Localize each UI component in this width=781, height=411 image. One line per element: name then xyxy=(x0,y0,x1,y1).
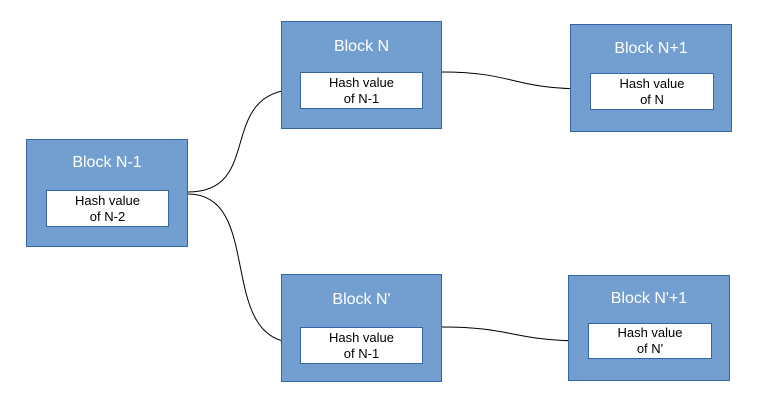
block-n-minus-1: Block N-1 Hash value of N-2 xyxy=(26,139,188,247)
hash-line-2: of N-1 xyxy=(343,90,380,106)
hash-line-2: of N-1 xyxy=(343,345,380,361)
hash-box: Hash value of N xyxy=(590,73,714,110)
hash-line-2: of N' xyxy=(636,341,664,356)
block-n-plus-1: Block N+1 Hash value of N xyxy=(570,24,732,132)
hash-box: Hash value of N-2 xyxy=(46,190,169,227)
block-title: Block N+1 xyxy=(614,40,688,57)
block-n-prime-plus-1: Block N'+1 Hash value of N' xyxy=(568,275,730,381)
block-title: Block N xyxy=(333,38,390,55)
edge-n-minus-1-to-n-prime xyxy=(187,193,298,347)
block-title: Block N'+1 xyxy=(610,290,688,307)
hash-line-1: Hash value xyxy=(74,192,141,208)
edge-n-to-n-plus-1 xyxy=(441,71,590,93)
block-n: Block N Hash value of N-1 xyxy=(281,21,442,129)
edge-n-prime-to-n-prime-plus-1 xyxy=(441,326,589,345)
hash-line-2: of N-2 xyxy=(89,208,126,224)
hash-line-1: Hash value xyxy=(617,325,683,340)
hash-line-1: Hash value xyxy=(619,75,685,91)
block-title: Block N' xyxy=(332,291,391,308)
hash-box: Hash value of N-1 xyxy=(300,72,423,109)
block-title: Block N-1 xyxy=(72,154,142,171)
hash-box: Hash value of N' xyxy=(588,323,712,359)
edge-n-minus-1-to-n xyxy=(187,85,298,193)
hash-line-2: of N xyxy=(640,91,664,107)
hash-line-1: Hash value xyxy=(328,74,395,90)
block-n-prime: Block N' Hash value of N-1 xyxy=(281,274,442,382)
hash-line-1: Hash value xyxy=(328,329,395,345)
hash-box: Hash value of N-1 xyxy=(300,327,423,364)
